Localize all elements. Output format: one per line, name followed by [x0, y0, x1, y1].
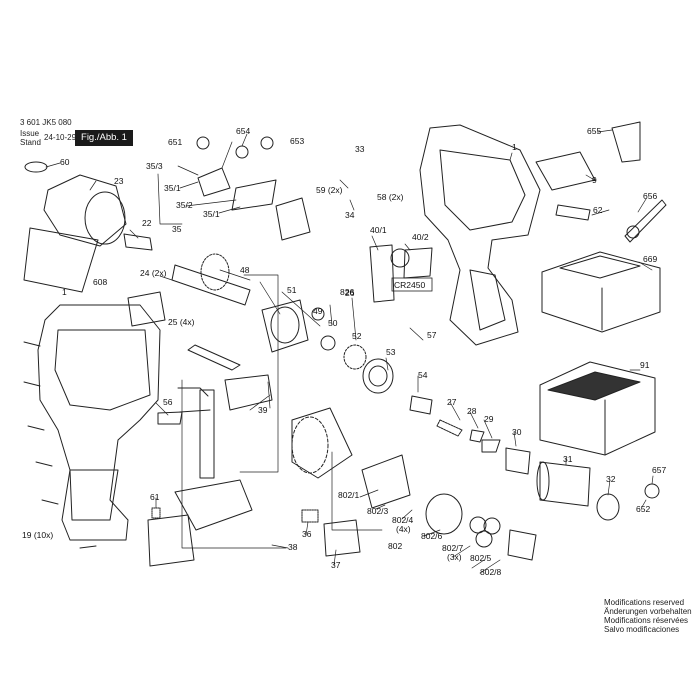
figure-label: Fig./Abb. 1	[75, 130, 133, 146]
notice-line: Modifications reserved	[604, 598, 685, 607]
part-label-p1a: 1	[62, 287, 67, 297]
part-label-p19: 19 (10x)	[22, 530, 53, 540]
part-label-p802_7: 802/7	[442, 543, 464, 553]
part-label-p802_5: 802/5	[470, 553, 492, 563]
part-number: 3 601 JK5 080	[20, 118, 72, 127]
part-label-p34: 34	[345, 210, 355, 220]
housing-left-shape	[37, 304, 161, 541]
part-label-p31: 31	[563, 454, 573, 464]
part-label-p35_2: 35/2	[176, 200, 193, 210]
part-label-p29: 29	[484, 414, 494, 424]
part-label-p1b: 1	[512, 142, 517, 152]
part-label-p62: 62	[593, 205, 603, 215]
part-label-p802_6: 802/6	[421, 531, 443, 541]
part-label-p49: 49	[313, 306, 323, 316]
battery-shape	[539, 361, 656, 456]
part-label-p35_1b: 35/1	[203, 209, 220, 219]
motor-shape	[291, 407, 353, 479]
part-label-p651: 651	[168, 137, 182, 147]
part-label-p654: 654	[236, 126, 250, 136]
part-label-p653: 653	[290, 136, 304, 146]
part-label-p802_4: 802/4	[392, 515, 414, 525]
part-label-p32: 32	[606, 474, 616, 484]
electronics-board-shape	[174, 479, 253, 531]
part-label-p35_1: 35/1	[164, 183, 181, 193]
part-label-p60: 60	[60, 157, 70, 167]
nose-cap-shape	[43, 174, 127, 247]
part-label-p61: 61	[150, 492, 160, 502]
issue-label: Issue	[20, 129, 40, 138]
part-label-p57: 57	[427, 330, 437, 340]
part-label-p58: 58 (2x)	[377, 192, 404, 202]
issue-date: 24-10-29	[44, 133, 77, 142]
part-label-p35: 35	[172, 224, 182, 234]
part-label-cr2450: CR2450	[394, 280, 425, 290]
part-label-p24: 24 (2x)	[140, 268, 167, 278]
spindle-shape	[171, 264, 251, 306]
notice-line: Modifications réservées	[604, 616, 689, 625]
part-label-p826: 826	[340, 287, 354, 297]
part-label-p9: 9	[592, 175, 597, 185]
part-label-p40_2: 40/2	[412, 232, 429, 242]
part-label-p802_7q: (3x)	[447, 552, 462, 562]
housing-right-shape	[419, 124, 541, 346]
part-label-p28: 28	[467, 406, 477, 416]
part-label-p652: 652	[636, 504, 650, 514]
part-label-p23: 23	[114, 176, 124, 186]
part-label-p38: 38	[288, 542, 298, 552]
part-label-p40_1: 40/1	[370, 225, 387, 235]
part-label-p802: 802	[388, 541, 402, 551]
part-label-p608: 608	[93, 277, 107, 287]
modifications-notice: Modifications reserved Änderungen vorbeh…	[604, 598, 692, 634]
part-label-p36: 36	[302, 529, 312, 539]
part-label-p56: 56	[163, 397, 173, 407]
part-label-p27: 27	[447, 397, 457, 407]
gear-48-shape	[200, 253, 230, 291]
part-label-p655: 655	[587, 126, 601, 136]
part-label-p657: 657	[652, 465, 666, 475]
ring-60-shape	[24, 161, 48, 173]
charger-shape	[541, 251, 661, 333]
stand-label: Stand	[20, 138, 41, 147]
label-9-shape	[535, 151, 596, 191]
part-label-p50: 50	[328, 318, 338, 328]
part-label-p37: 37	[331, 560, 341, 570]
part-label-p30: 30	[512, 427, 522, 437]
sleeve-608-shape	[23, 227, 99, 293]
part-label-p33: 33	[355, 144, 365, 154]
part-label-p35_3: 35/3	[146, 161, 163, 171]
part-label-p25: 25 (4x)	[168, 317, 195, 327]
part-label-p39: 39	[258, 405, 268, 415]
notice-line: Änderungen vorbehalten	[604, 607, 692, 616]
part-label-p22: 22	[142, 218, 152, 228]
part-label-p59: 59 (2x)	[316, 185, 343, 195]
part-label-p669: 669	[643, 254, 657, 264]
part-label-p53: 53	[386, 347, 396, 357]
part-label-p48: 48	[240, 265, 250, 275]
part-label-p802_1: 802/1	[338, 490, 360, 500]
part-label-p51: 51	[287, 285, 297, 295]
part-label-p802_3: 802/3	[367, 506, 389, 516]
part-label-p656: 656	[643, 191, 657, 201]
notice-line: Salvo modificaciones	[604, 625, 680, 634]
part-label-p802_4q: (4x)	[396, 524, 411, 534]
part-label-p54: 54	[418, 370, 428, 380]
part-label-p802_8: 802/8	[480, 567, 502, 577]
part-label-p52: 52	[352, 331, 362, 341]
part-label-p91: 91	[640, 360, 650, 370]
part-label-p26: 26	[345, 288, 355, 298]
